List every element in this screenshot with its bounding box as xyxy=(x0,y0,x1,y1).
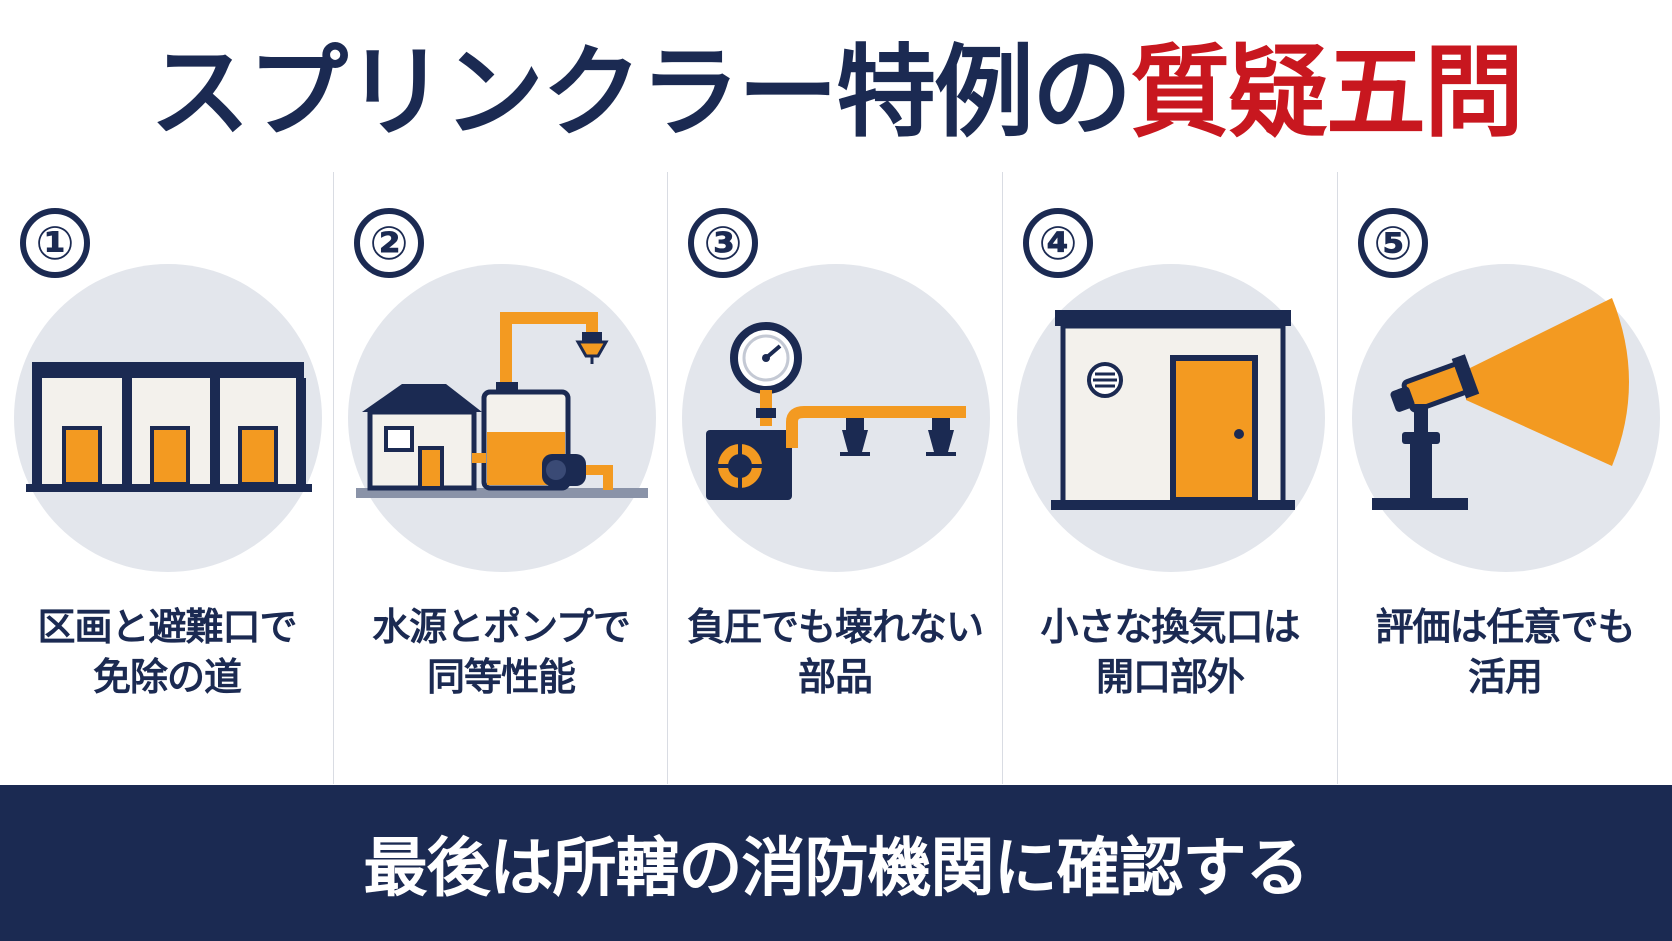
panels: ① 区画と避難口で 免除の道 ② xyxy=(0,172,1672,784)
panel-1: ① 区画と避難口で 免除の道 xyxy=(0,172,334,784)
title-accent: 質疑五問 xyxy=(1130,34,1524,151)
panel-5: ⑤ 評価は任意でも 活用 xyxy=(1338,172,1672,784)
panel-divider xyxy=(333,172,334,784)
room-vent-door-icon xyxy=(1017,264,1325,572)
panel-3: ③ 負圧でも壊れない 部品 xyxy=(668,172,1002,784)
title-main: スプリンクラー特例の xyxy=(150,34,1132,151)
pressure-gauge-sprinkler-icon xyxy=(682,264,990,572)
panel-number: ④ xyxy=(1023,208,1093,278)
panel-caption: 小さな換気口は 開口部外 xyxy=(1040,605,1300,699)
panel-caption: 区画と避難口で 免除の道 xyxy=(37,605,297,699)
panel-divider xyxy=(1337,172,1338,784)
panel-caption: 評価は任意でも 活用 xyxy=(1375,605,1635,699)
panel-number: ② xyxy=(354,208,424,278)
panel-number: ③ xyxy=(688,208,758,278)
bottom-banner: 最後は所轄の消防機関に確認する xyxy=(0,785,1672,941)
spotlight-icon xyxy=(1352,264,1660,572)
panel-4: ④ 小さな換気口は 開口部外 xyxy=(1003,172,1337,784)
panel-number: ① xyxy=(20,208,90,278)
water-tank-pump-icon xyxy=(348,264,656,572)
building-compartments-icon xyxy=(14,264,322,572)
panel-divider xyxy=(667,172,668,784)
panel-divider xyxy=(1002,172,1003,784)
panel-caption: 負圧でも壊れない 部品 xyxy=(686,605,984,699)
banner-text: 最後は所轄の消防機関に確認する xyxy=(363,832,1310,906)
panel-caption: 水源とポンプで 同等性能 xyxy=(372,605,631,699)
panel-2: ② 水源とポンプで 同等性能 xyxy=(334,172,668,784)
page-title: スプリンクラー特例の質疑五問 xyxy=(0,28,1672,158)
panel-number: ⑤ xyxy=(1358,208,1428,278)
